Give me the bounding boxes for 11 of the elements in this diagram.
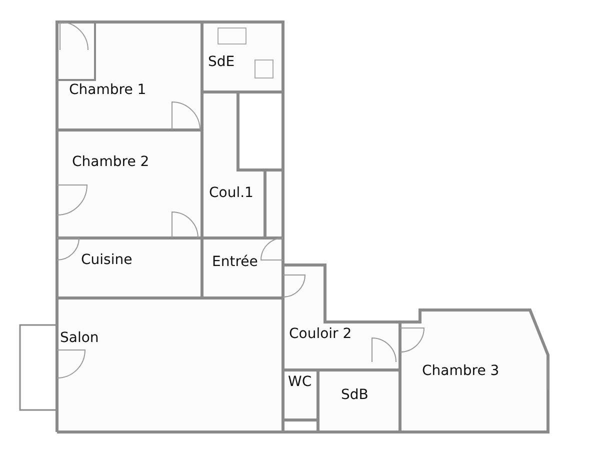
room-name: SdE [208,54,235,70]
room-name: Entrée [212,254,258,270]
room-name: SdB [341,387,368,403]
room-name: Cuisine [81,252,132,268]
room-name: Chambre 1 [69,82,146,98]
room-name: Couloir 2 [289,326,352,342]
room-name: Coul.1 [209,185,254,201]
room-name: WC [288,374,312,390]
room-name: Chambre 2 [72,154,150,170]
room-name: Chambre 3 [422,363,500,379]
room-name: Salon [60,330,99,346]
